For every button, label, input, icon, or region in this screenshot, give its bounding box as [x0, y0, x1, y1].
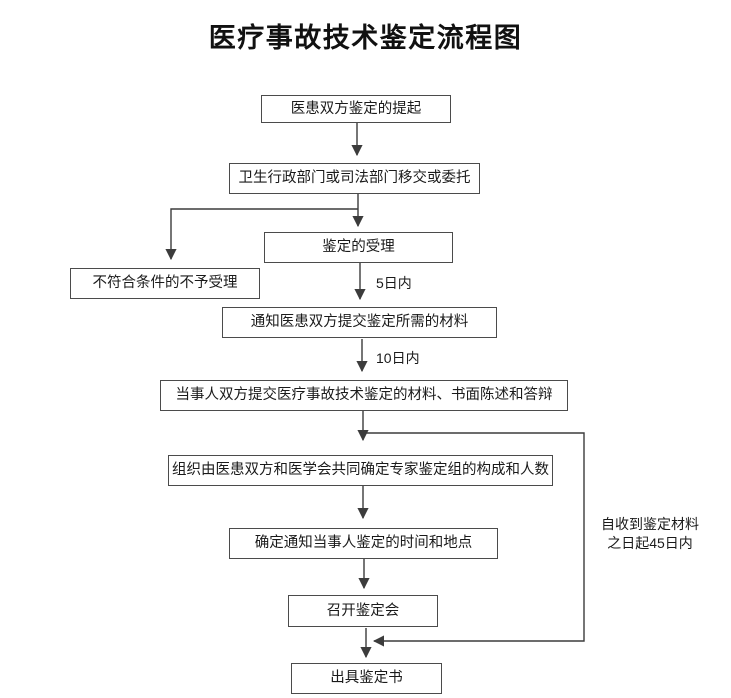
flow-node-report: 出具鉴定书 [291, 663, 442, 694]
page-title: 医疗事故技术鉴定流程图 [208, 23, 523, 53]
flow-node-submit-materials: 当事人双方提交医疗事故技术鉴定的材料、书面陈述和答辩 [160, 380, 568, 411]
edge-label-ten-days: 10日内 [376, 350, 420, 366]
edge-label-five-days: 5日内 [376, 275, 412, 291]
flow-node-time-place: 确定通知当事人鉴定的时间和地点 [229, 528, 498, 559]
edge-label-within-45-days: 自收到鉴定材料 之日起45日内 [601, 516, 699, 551]
flow-node-notify-materials: 通知医患双方提交鉴定所需的材料 [222, 307, 497, 338]
flow-node-meeting: 召开鉴定会 [288, 595, 438, 627]
flow-node-transfer: 卫生行政部门或司法部门移交或委托 [229, 163, 480, 194]
flow-node-acceptance: 鉴定的受理 [264, 232, 453, 263]
flow-node-rejection: 不符合条件的不予受理 [70, 268, 260, 299]
flow-node-expert-group: 组织由医患双方和医学会共同确定专家鉴定组的构成和人数 [168, 455, 553, 486]
flow-node-initiation: 医患双方鉴定的提起 [261, 95, 451, 123]
